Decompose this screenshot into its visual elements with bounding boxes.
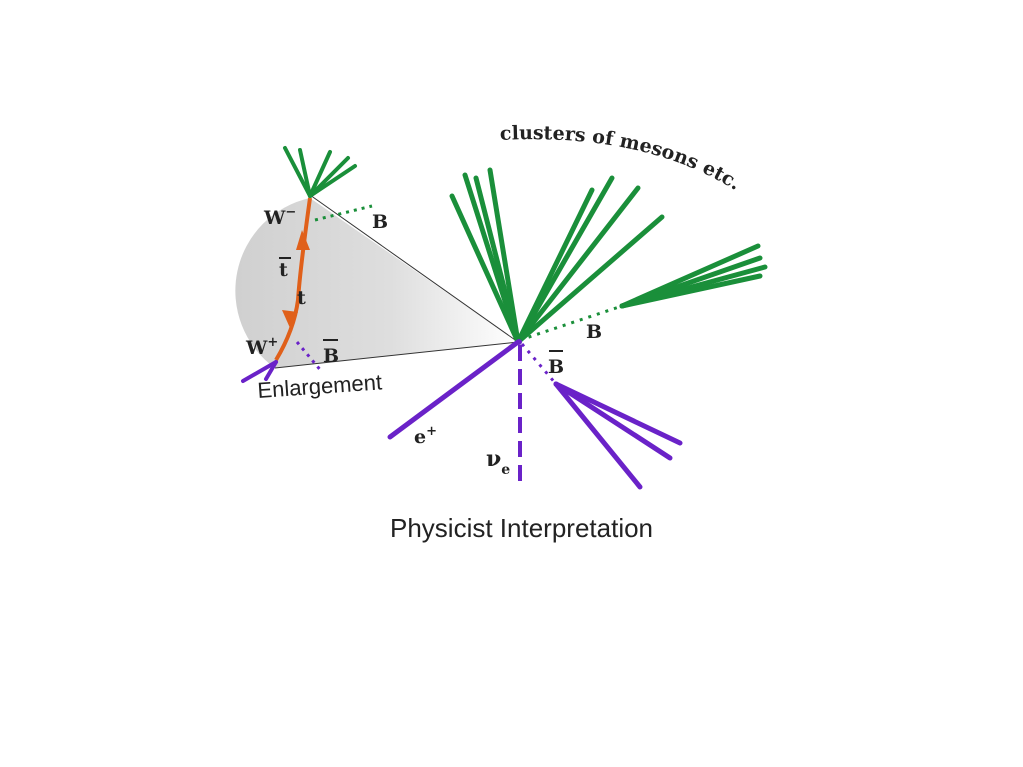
- main-green-jets: [449, 167, 665, 345]
- w-minus-label: W−: [263, 205, 296, 229]
- positron-label: e+: [414, 424, 437, 448]
- positron-track: [387, 339, 521, 440]
- inset-bbar-dotted: [295, 341, 324, 373]
- main-purple-tracks: [387, 339, 521, 440]
- bbar-label-right: B: [548, 356, 564, 378]
- clusters-arc-label: clusters of mesons etc.: [499, 122, 744, 195]
- t-label: t: [297, 287, 306, 309]
- t-arrow-icon: [282, 310, 298, 328]
- b-label-right: B: [586, 321, 602, 343]
- inset-top-quark-line: [274, 197, 312, 362]
- enlargement-label: Enlargement: [257, 369, 383, 403]
- diagram-caption: Physicist Interpretation: [390, 513, 653, 543]
- neutrino-label: νe: [486, 446, 510, 478]
- bbar-label-inset: B: [323, 345, 339, 367]
- inset-b-dotted-top: [314, 204, 373, 222]
- b-label-top: B: [372, 211, 388, 233]
- tbar-arrow-icon: [296, 230, 310, 250]
- right-green-jet: [619, 243, 768, 309]
- vertex-dot: [516, 339, 522, 345]
- bbar-purple-jet: [553, 381, 683, 490]
- tbar-label: t: [279, 259, 288, 281]
- w-plus-label: W+: [245, 335, 278, 359]
- inset-bottom-leptons: [241, 360, 278, 383]
- inset-top-jet: [283, 146, 357, 198]
